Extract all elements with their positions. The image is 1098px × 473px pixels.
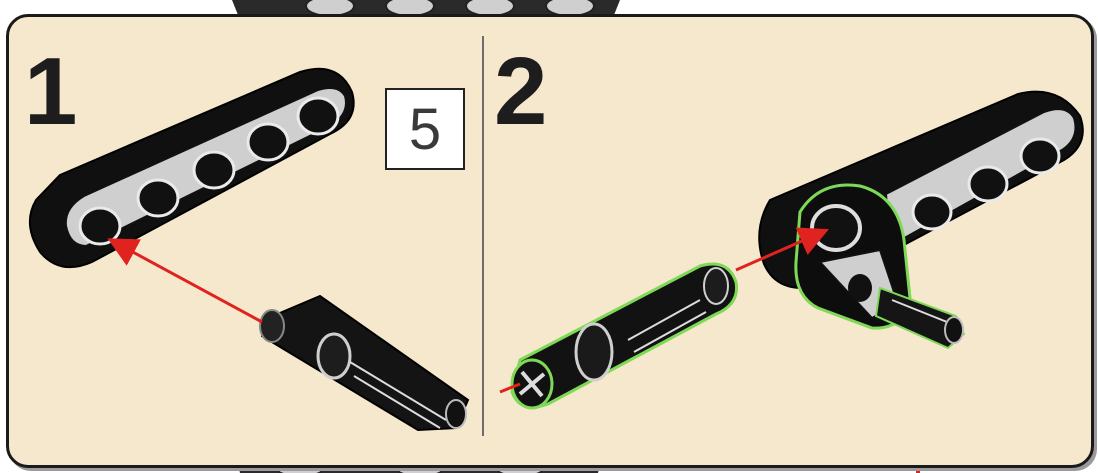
liftarm-5-icon <box>30 69 354 267</box>
axle-end-icon <box>876 288 964 348</box>
insert-arrow-step1-icon <box>118 244 262 322</box>
axle-pin-icon <box>260 296 468 430</box>
axle-pin-step2-icon <box>512 264 737 408</box>
